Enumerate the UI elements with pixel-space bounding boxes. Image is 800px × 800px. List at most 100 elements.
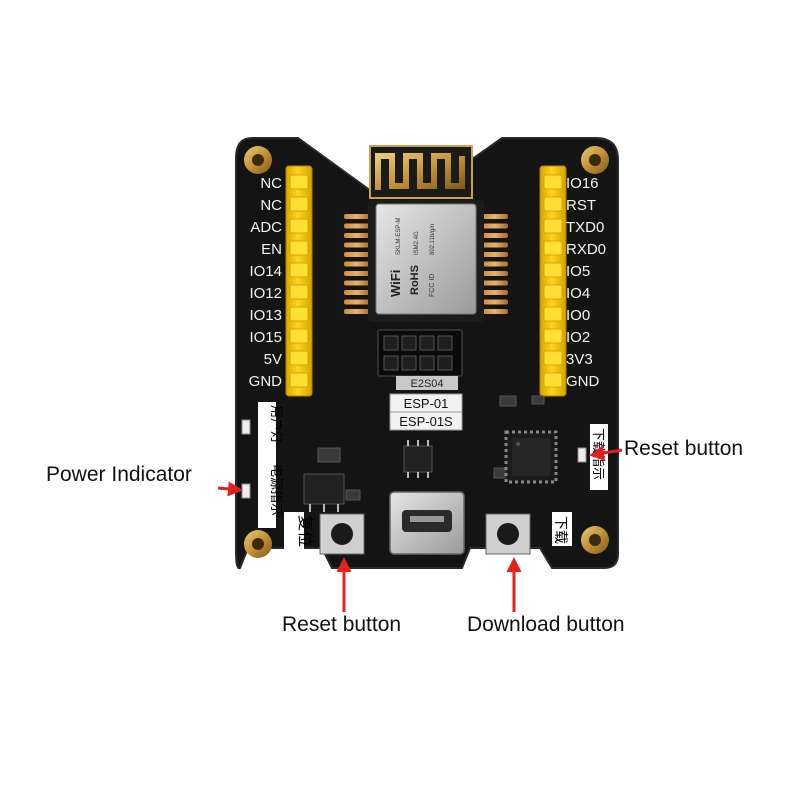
reset-button-label-bottom: Reset button: [282, 613, 402, 636]
micro-usb-port: [389, 491, 465, 555]
download-led: [577, 447, 587, 463]
silk-reset-text: 复位: [296, 515, 315, 547]
header-pin-socket: [543, 328, 563, 344]
module-pin: [482, 271, 508, 276]
socket-label: E2S04: [410, 378, 443, 390]
pin-label-right-txd0: TXD0: [566, 219, 604, 236]
silkscreen-user-led: 用户灯: [258, 402, 284, 462]
module-pin: [482, 252, 508, 257]
silkscreen-download-led: 下载指示: [590, 424, 608, 490]
shield-rohs-text: RoHS: [409, 265, 421, 295]
pin-label-left-nc: NC: [260, 175, 282, 192]
module-pin: [344, 299, 370, 305]
usb-serial-chip: [504, 430, 558, 484]
module-pin: [482, 299, 508, 305]
module-pins: [344, 214, 508, 314]
user-led: [241, 419, 251, 435]
module-type-label: ESP-01 ESP-01S: [389, 393, 463, 431]
pin-label-left-5v: 5V: [264, 351, 282, 368]
header-pin-socket: [543, 218, 563, 234]
pin-label-left-io12: IO12: [249, 285, 282, 302]
silkscreen-download: 下载: [552, 512, 572, 546]
chip-pins: [309, 440, 429, 512]
header-pin-socket: [543, 284, 563, 300]
download-tact-button: [485, 513, 531, 555]
module-pin: [344, 223, 370, 229]
shield-fcc-text: FCC ID: [429, 274, 436, 297]
header-pin-socket: [543, 372, 563, 388]
module-socket: E2S04: [377, 329, 463, 390]
silk-user-led-text: 用户灯: [268, 405, 284, 444]
power-indicator-label: Power Indicator: [46, 463, 192, 486]
module-pin: [344, 233, 370, 238]
mounting-hole-icon: [244, 530, 272, 558]
module-pin: [344, 261, 370, 267]
silkscreen-reset: 复位: [284, 512, 315, 556]
silkscreen-power-led: 电源指示: [258, 462, 283, 528]
module-pin: [344, 290, 370, 295]
module-pin: [482, 290, 508, 295]
header-pin-socket: [543, 350, 563, 366]
header-pin-socket: [289, 262, 309, 278]
header-pin-socket: [289, 284, 309, 300]
mounting-hole-icon: [581, 146, 609, 174]
header-pin-socket: [289, 372, 309, 388]
header-pin-socket: [543, 240, 563, 256]
module-pin: [344, 309, 370, 314]
module-pin: [344, 271, 370, 276]
pin-label-right-rst: RST: [566, 197, 596, 214]
silk-download-text: 下载: [552, 516, 568, 544]
silk-power-led-text: 电源指示: [268, 464, 283, 516]
header-pin-socket: [543, 196, 563, 212]
module-pin: [344, 242, 370, 248]
header-pin-socket: [289, 240, 309, 256]
pin-label-right-io0: IO0: [566, 307, 590, 324]
pin-label-right-io16: IO16: [566, 175, 599, 192]
left-pin-header: [285, 165, 313, 397]
header-pin-socket: [289, 328, 309, 344]
pin-label-left-io15: IO15: [249, 329, 282, 346]
pin-label-right-io4: IO4: [566, 285, 590, 302]
reset-button-label-right: Reset button: [624, 437, 744, 460]
header-pin-socket: [543, 174, 563, 190]
module-pin: [482, 214, 508, 219]
pin-label-left-en: EN: [261, 241, 282, 258]
shield-std-text: 802.11b/g/n: [430, 224, 436, 255]
pin-label-left-adc: ADC: [250, 219, 282, 236]
module-pin: [482, 280, 508, 286]
header-pin-socket: [543, 306, 563, 322]
header-pin-socket: [289, 174, 309, 190]
module-pin: [482, 233, 508, 238]
arrow-power-indicator: [217, 481, 243, 497]
module-pin: [482, 223, 508, 229]
pcb-antenna: [369, 145, 473, 199]
label-esp01: ESP-01: [404, 396, 449, 411]
label-esp01s: ESP-01S: [399, 414, 453, 429]
right-pin-header: [539, 165, 567, 397]
pin-label-right-rxd0: RXD0: [566, 241, 606, 258]
module-pin: [482, 242, 508, 248]
header-pin-socket: [289, 196, 309, 212]
pin-label-right-3v3: 3V3: [566, 351, 593, 368]
esp-module: WiFi RoHS FCC ID SKLM-ESP-M ISM2.4G 802.…: [368, 200, 484, 322]
shield-wifi-text: WiFi: [388, 270, 403, 297]
header-pin-socket: [289, 306, 309, 322]
mounting-hole-icon: [244, 146, 272, 174]
pin-label-left-io13: IO13: [249, 307, 282, 324]
pin-label-right-gnd: GND: [566, 373, 600, 390]
power-led: [241, 483, 251, 499]
pin-label-left-gnd: GND: [249, 373, 283, 390]
reset-tact-button: [319, 513, 365, 555]
module-pin: [482, 261, 508, 267]
module-pin: [482, 309, 508, 314]
download-button-label: Download button: [467, 613, 625, 636]
header-pin-socket: [543, 262, 563, 278]
pin-label-left-io14: IO14: [249, 263, 282, 280]
module-pin: [344, 280, 370, 286]
header-pin-socket: [289, 350, 309, 366]
pin-label-right-io2: IO2: [566, 329, 590, 346]
header-pin-socket: [289, 218, 309, 234]
